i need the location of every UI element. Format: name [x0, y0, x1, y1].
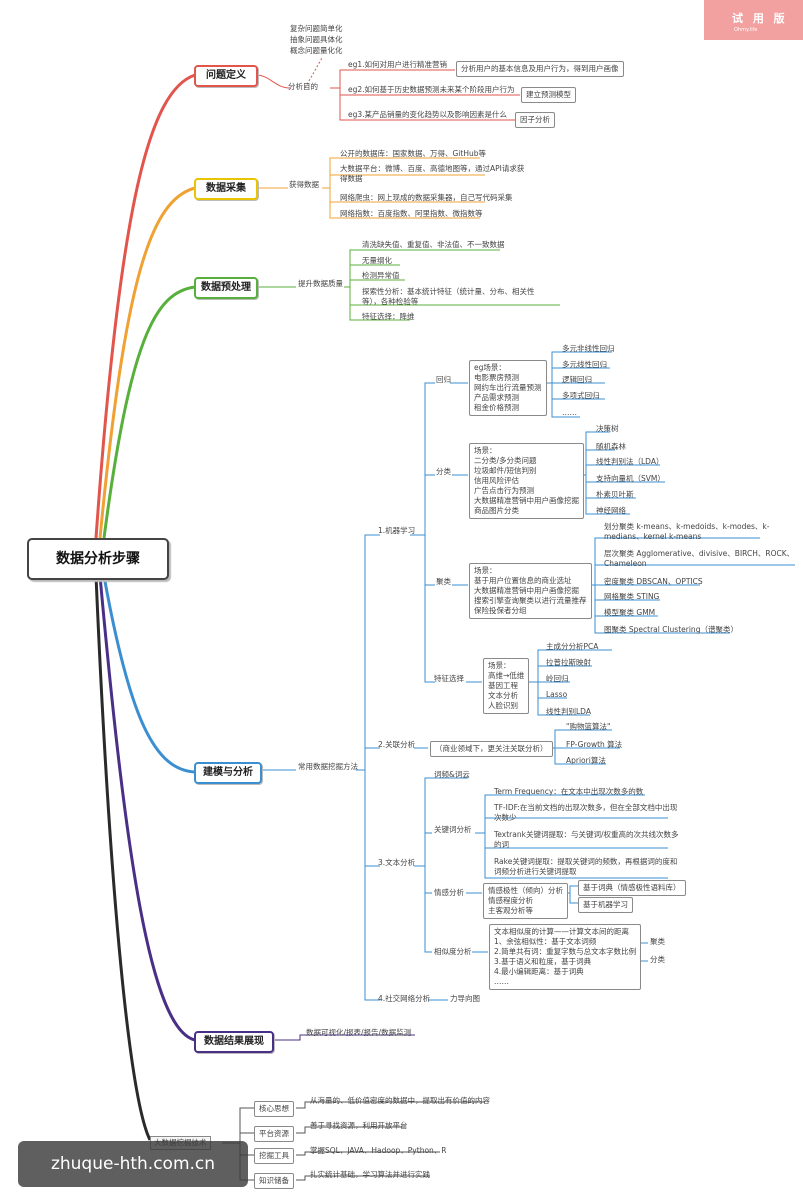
- prep-item-1: 清洗缺失值、重复值、非法值、不一致数据: [362, 240, 505, 249]
- ml-node: 1.机器学习: [378, 526, 416, 535]
- clu-item-3: 密度聚类 DBSCAN、OPTICS: [604, 577, 703, 586]
- social-network-node: 4.社交网络分析: [378, 994, 431, 1003]
- cls-item-6: 神经网络: [596, 506, 626, 515]
- node-modeling-analysis[interactable]: 建模与分析: [194, 762, 262, 784]
- problem-eg3: eg3.某产品销量的变化趋势以及影响因素是什么: [348, 110, 508, 119]
- show-sub: 数据可视化/报表/报告/数据监测: [306, 1028, 412, 1037]
- fea-item-4: Lasso: [546, 690, 568, 699]
- sim-item-1: 聚类: [650, 937, 665, 946]
- regression-scenarios: eg场景： 电影票房预测 网约车出行流量预测 产品需求预测 租金价格预测: [469, 360, 547, 416]
- sen-item-1: 基于词典（情感极性语料库）: [578, 880, 686, 896]
- site-watermark: zhuque-hth.com.cn: [18, 1141, 248, 1187]
- collect-item-2: 大数据平台：微博、百度、高德地图等，通过API请求获 得数据: [340, 164, 525, 183]
- trial-ribbon: 试 用 版 Ohmy.life: [704, 0, 803, 40]
- sen-item-2: 基于机器学习: [578, 897, 633, 913]
- bigdata-key-3: 挖掘工具: [254, 1148, 294, 1164]
- bigdata-val-3: 掌握SQL、JAVA、Hadoop、Python、R: [310, 1146, 447, 1155]
- cls-item-3: 线性判别法（LDA）: [596, 457, 664, 466]
- ribbon-main-text: 试 用 版: [732, 12, 788, 25]
- reg-item-2: 多元线性回归: [562, 360, 607, 369]
- text-analysis-node: 3.文本分析: [378, 858, 416, 867]
- ribbon-sub-text: Ohmy.life: [734, 27, 758, 33]
- model-sub: 常用数据挖掘方法: [298, 762, 358, 771]
- reg-item-3: 逻辑回归: [562, 375, 592, 384]
- regression-node: 回归: [436, 375, 451, 384]
- cls-item-1: 决策树: [596, 424, 619, 433]
- fea-item-1: 主成分分析PCA: [546, 642, 599, 651]
- problem-eg1-result: 分析用户的基本信息及用户行为，得到用户画像: [456, 61, 624, 77]
- kw-item-2: TF-IDF:在当前文档的出现次数多，但在全部文档中出现 次数少: [494, 803, 678, 822]
- prep-item-2: 无量纲化: [362, 256, 392, 265]
- problem-goal-1: 复杂问题简单化: [290, 24, 343, 33]
- fea-item-2: 拉普拉斯映射: [546, 658, 591, 667]
- fea-item-3: 岭回归: [546, 674, 569, 683]
- node-result-presentation[interactable]: 数据结果展现: [194, 1031, 274, 1053]
- social-network-result: 力导向图: [450, 994, 480, 1003]
- problem-goal-3: 概念问题量化化: [290, 46, 343, 55]
- collect-item-4: 网络指数：百度指数、阿里指数、微指数等: [340, 209, 483, 218]
- root-node[interactable]: 数据分析步骤: [27, 538, 169, 580]
- problem-eg2-result: 建立预测模型: [521, 87, 576, 103]
- collect-sub: 获得数据: [289, 180, 319, 189]
- bigdata-key-4: 知识储备: [254, 1173, 294, 1189]
- node-data-preprocessing[interactable]: 数据预处理: [194, 277, 258, 299]
- assoc-item-1: "购物篮算法": [566, 722, 611, 731]
- clustering-node: 聚类: [436, 577, 451, 586]
- clu-item-6: 图聚类 Spectral Clustering（谱聚类）: [604, 625, 738, 634]
- sentiment-node: 情感分析: [434, 888, 464, 897]
- problem-goal-2: 抽象问题具体化: [290, 35, 343, 44]
- association-node: 2.关联分析: [378, 740, 416, 749]
- feature-scenarios: 场景： 高维→低维 基因工程 文本分析 人脸识别: [483, 658, 530, 714]
- reg-item-5: ……: [562, 408, 577, 417]
- similarity-node: 相似度分析: [434, 947, 472, 956]
- association-note: （商业领域下，更关注关联分析）: [430, 741, 553, 757]
- bigdata-key-1: 核心思想: [254, 1101, 294, 1117]
- collect-item-3: 网络爬虫：网上现成的数据采集器，自己写代码采集: [340, 193, 513, 202]
- prep-item-4: 探索性分析：基本统计特征（统计量、分布、相关性 等），各种检验等: [362, 287, 535, 306]
- bigdata-val-4: 扎实统计基础，学习算法并进行实践: [310, 1170, 430, 1179]
- prep-item-3: 检测异常值: [362, 271, 400, 280]
- problem-eg1: eg1.如何对用户进行精准营销: [348, 60, 448, 69]
- clu-item-1: 划分聚类 k-means、k-medoids、k-modes、k- median…: [604, 522, 770, 541]
- classification-scenarios: 场景： 二分类/多分类问题 垃圾邮件/短信判别 信用风险评估 广告点击行为预测 …: [469, 443, 584, 519]
- cls-item-4: 支持向量机（SVM）: [596, 474, 665, 483]
- prep-sub: 提升数据质量: [298, 279, 343, 288]
- fea-item-5: 线性判别LDA: [546, 707, 591, 716]
- similarity-methods: 文本相似度的计算——计算文本间的距离 1、余弦相似性：基于文本词频 2.简单共有…: [489, 924, 642, 990]
- problem-purpose: 分析目的: [288, 82, 318, 91]
- cls-item-2: 随机森林: [596, 442, 626, 451]
- node-problem-definition[interactable]: 问题定义: [194, 65, 258, 87]
- clu-item-2: 层次聚类 Agglomerative、divisive、BIRCH、ROCK、 …: [604, 549, 795, 568]
- prep-item-5: 特征选择：降维: [362, 312, 415, 321]
- clu-item-4: 网格聚类 STING: [604, 592, 660, 601]
- kw-item-1: Term Frequency：在文本中出现次数多的数: [494, 787, 644, 796]
- cls-item-5: 朴素贝叶斯: [596, 490, 634, 499]
- kw-item-3: Textrank关键词提取：与关键词/权重高的次共线次数多 的词: [494, 830, 679, 849]
- node-data-collection[interactable]: 数据采集: [194, 178, 258, 200]
- wordcloud-node: 词频&词云: [434, 770, 470, 779]
- sentiment-types: 情感极性（倾向）分析 情感程度分析 主客观分析等: [483, 883, 568, 919]
- problem-eg3-result: 因子分析: [515, 112, 555, 128]
- bigdata-val-1: 从海量的、低价值密度的数据中，提取出有价值的内容: [310, 1096, 490, 1105]
- clu-item-5: 模型聚类 GMM: [604, 608, 656, 617]
- problem-eg2: eg2.如何基于历史数据预测未来某个阶段用户行为: [348, 85, 515, 94]
- collect-item-1: 公开的数据库：国家数据、万得、GitHub等: [340, 149, 486, 158]
- clustering-scenarios: 场景： 基于用户位置信息的商业选址 大数据精准营销中用户画像挖掘 搜索引擎查询聚…: [469, 563, 592, 619]
- bigdata-key-2: 平台资源: [254, 1126, 294, 1142]
- feature-selection-node: 特征选择: [434, 674, 464, 683]
- classification-node: 分类: [436, 467, 451, 476]
- reg-item-1: 多元非线性回归: [562, 344, 615, 353]
- kw-item-4: Rake关键词提取：提取关键词的频数，再根据词的度和 词频分析进行关键词提取: [494, 857, 678, 876]
- assoc-item-3: Apriori算法: [566, 756, 606, 765]
- reg-item-4: 多项式回归: [562, 391, 600, 400]
- assoc-item-2: FP-Growth 算法: [566, 740, 623, 749]
- bigdata-val-2: 善于寻找资源，利用开放平台: [310, 1121, 408, 1130]
- sim-item-2: 分类: [650, 955, 665, 964]
- keyword-node: 关键词分析: [434, 825, 472, 834]
